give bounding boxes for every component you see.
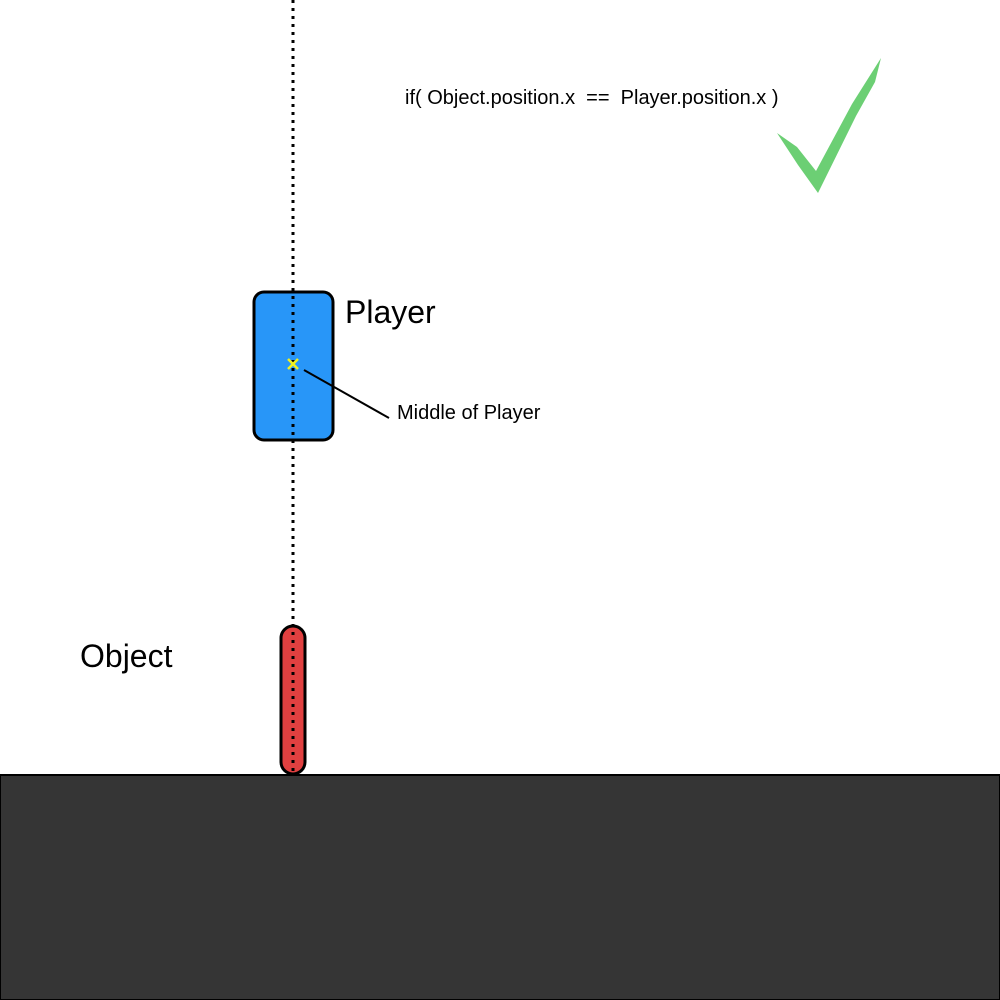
middle-of-player-leader-line (303, 369, 390, 419)
player-label: Player (345, 294, 436, 330)
object-label: Object (80, 638, 173, 674)
condition-code-text: if( Object.position.x == Player.position… (405, 87, 779, 109)
checkmark-icon (777, 58, 881, 193)
middle-of-player-marker (287, 358, 299, 370)
middle-of-player-label: Middle of Player (397, 402, 541, 424)
ground (0, 774, 1000, 1000)
